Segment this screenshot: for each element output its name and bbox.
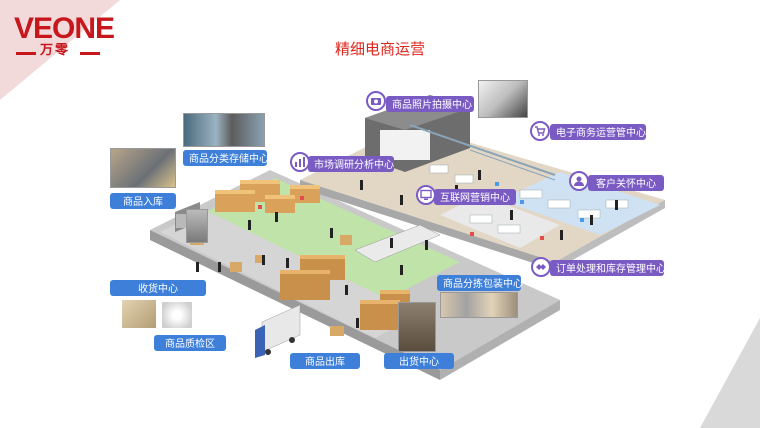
shipping-photo [398,302,436,352]
handshake-icon [531,257,551,277]
logo-sub: 万零 [40,43,71,58]
packing-photos [440,292,518,318]
label-quality-check: 商品质检区 [154,335,226,351]
label-order-inventory: 订单处理和库存管理中心 [550,260,666,276]
qc-photo-box [122,300,156,328]
qc-photo-rolls [162,302,192,328]
logo: VEONE 万零 [14,14,134,60]
label-receiving: 收货中心 [110,280,206,296]
logo-dash-left [16,52,36,55]
label-outbound: 商品出库 [290,353,360,369]
label-customer-care: 客户关怀中心 [588,175,664,191]
label-storage: 商品分类存储中心 [183,150,269,166]
label-inbound: 商品入库 [110,193,176,209]
label-internet-marketing: 互联网营销中心 [434,189,516,205]
label-sorting-packing: 商品分拣包装中心 [437,275,523,291]
truck-outbound [255,304,301,358]
logo-brand: VEONE [14,12,115,45]
label-market-research: 市场调研分析中心 [308,156,394,172]
office-carpet [500,172,660,235]
label-shipping: 出货中心 [384,353,454,369]
corner-decoration-top-left [0,0,120,100]
photo-studio-photo [478,80,528,118]
label-ecommerce-ops: 电子商务运营管中心 [550,124,646,140]
storage-racks [215,180,320,213]
corner-decoration-bottom-right [700,318,760,428]
logo-dash-right [80,52,100,55]
door-photo [186,209,208,243]
person-icon [569,171,589,191]
storage-photo [183,113,265,147]
shopping-cart-icon [530,121,550,141]
monitor-icon [416,185,436,205]
chart-icon [290,152,310,172]
page-title: 精细电商运营 [334,40,425,58]
label-photo-center: 商品照片拍摄中心 [386,96,474,112]
camera-icon [366,91,386,111]
inbound-photo [110,148,176,188]
